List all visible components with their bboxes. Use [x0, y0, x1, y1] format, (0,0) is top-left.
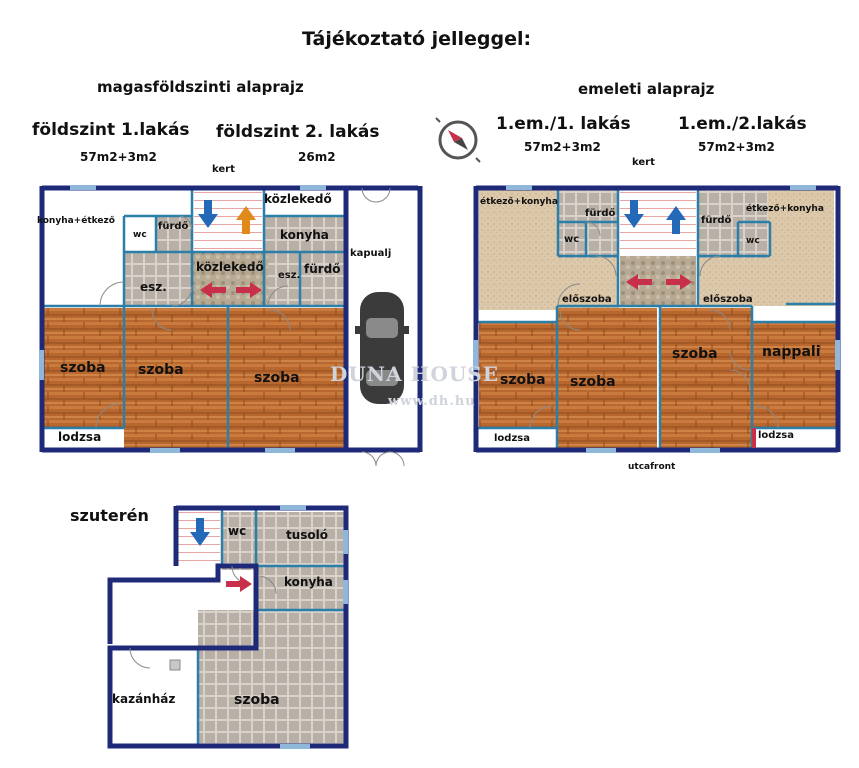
- upper-apt1-title: 1.em./1. lakás: [496, 114, 631, 134]
- direction-arrow-icon: [626, 274, 692, 290]
- room-etkezo-konyha2: étkező+konyha: [746, 204, 824, 214]
- floor-mosaic-kozlekedo: [192, 253, 268, 305]
- ground-floor-heading: magasföldszinti alaprajz: [97, 78, 304, 96]
- room-nappali: nappali: [762, 344, 821, 360]
- room-upper-szoba1: szoba: [500, 372, 546, 388]
- basement-plan: [107, 505, 349, 749]
- room-konyha-etkezo: konyha+étkező: [37, 216, 115, 226]
- room-tusolo: tusoló: [286, 528, 329, 542]
- room-konyha: konyha: [280, 228, 329, 242]
- ground-floor-plan: [39, 185, 423, 467]
- stair-arrow-icon: [624, 200, 686, 234]
- room-furdo1: fürdő: [158, 221, 189, 232]
- floor-wood-szoba3: [228, 308, 344, 448]
- watermark-url: www.dh.hu: [388, 394, 476, 409]
- ground-apt1-title: földszint 1.lakás: [32, 120, 190, 140]
- floor-wood-szoba1: [44, 308, 124, 428]
- floor-tile-szoba: [198, 610, 344, 744]
- stair-arrow-icon: [198, 200, 256, 234]
- room-kazanhaz: kazánház: [112, 692, 176, 706]
- room-upper-szoba3: szoba: [672, 346, 718, 362]
- room-lodzsa: lodzsa: [58, 430, 102, 444]
- floor-tile-furdo2: [698, 190, 768, 258]
- room-wc: wc: [133, 230, 147, 240]
- floor-wood-nappali: [752, 322, 836, 428]
- watermark-brand: DUNA HOUSE: [330, 362, 499, 386]
- floor-tile-konyha: [258, 566, 344, 610]
- upper-apt2-area: 57m2+3m2: [698, 140, 775, 154]
- room-basement-konyha: konyha: [284, 575, 333, 589]
- room-kozlekedo-mid: közlekedő: [196, 260, 264, 274]
- room-basement-wc: wc: [228, 524, 247, 538]
- basement-heading: szuterén: [70, 506, 149, 525]
- room-etkezo-konyha1: étkező+konyha: [480, 197, 558, 207]
- upper-kert-label: kert: [632, 157, 655, 168]
- room-upper-furdo1: fürdő: [585, 208, 616, 219]
- upper-floor-plan: [473, 185, 841, 453]
- floor-tile-furdo1: [558, 190, 618, 258]
- floor-wood-upper-szoba2: [557, 308, 657, 448]
- room-upper-wc2: wc: [746, 236, 760, 246]
- floor-wood-upper-szoba1: [479, 322, 557, 428]
- floor-tile-furdo1: [156, 216, 192, 252]
- direction-arrow-icon: [200, 282, 262, 298]
- room-szoba3: szoba: [254, 370, 300, 386]
- floor-tile-esz2-furdo: [268, 253, 344, 305]
- room-upper-furdo2: fürdő: [701, 215, 732, 226]
- room-eloszoba1: előszoba: [562, 294, 612, 305]
- room-eloszoba2: előszoba: [703, 294, 753, 305]
- car-icon: [355, 292, 409, 404]
- floor-tile-tusolo: [222, 512, 344, 570]
- floor-tile-konyha: [264, 216, 344, 252]
- ground-kert-label: kert: [212, 164, 235, 175]
- floor-wood-szoba2: [124, 308, 228, 448]
- ground-apt2-title: földszint 2. lakás: [216, 122, 380, 142]
- upper-floor-heading: emeleti alaprajz: [578, 80, 715, 98]
- direction-arrow-icon: [226, 576, 252, 592]
- room-esz1: esz.: [140, 280, 167, 294]
- room-upper-szoba2: szoba: [570, 374, 616, 390]
- upper-apt2-title: 1.em./2.lakás: [678, 114, 807, 134]
- room-esz2: esz.: [278, 270, 301, 281]
- page-title: Tájékoztató jelleggel:: [302, 28, 532, 50]
- room-furdo2: fürdő: [304, 262, 341, 276]
- room-szoba1: szoba: [60, 360, 106, 376]
- room-upper-lodzsa1: lodzsa: [494, 433, 530, 444]
- floor-tile-esz1: [124, 253, 192, 305]
- stair-arrow-icon: [190, 518, 210, 546]
- room-basement-szoba: szoba: [234, 692, 280, 708]
- room-kapualj: kapualj: [350, 248, 392, 259]
- room-upper-lodzsa2: lodzsa: [758, 430, 794, 441]
- room-szoba2: szoba: [138, 362, 184, 378]
- ground-apt1-area: 57m2+3m2: [80, 150, 157, 164]
- upper-apt1-area: 57m2+3m2: [524, 140, 601, 154]
- ground-apt2-area: 26m2: [298, 150, 336, 164]
- upper-utcafront-label: utcafront: [628, 462, 676, 472]
- floor-wood-upper-szoba3: [660, 308, 752, 448]
- room-kozlekedo-top: közlekedő: [264, 192, 332, 206]
- compass-icon: [435, 117, 481, 163]
- room-upper-wc1: wc: [564, 234, 580, 245]
